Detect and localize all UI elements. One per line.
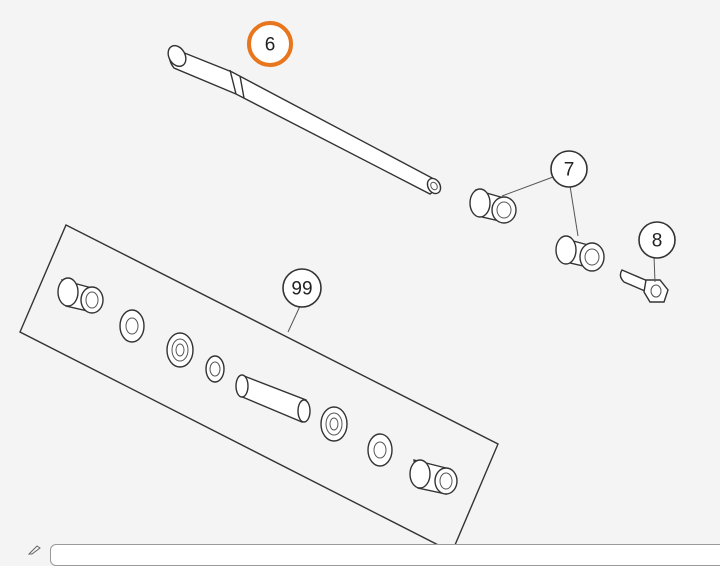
callout-99-label: 99 <box>291 279 312 300</box>
spacer-upper[interactable] <box>469 188 517 224</box>
callout-7[interactable]: 7 <box>550 150 588 188</box>
callout-6-label: 6 <box>265 35 276 56</box>
axle-screw[interactable] <box>619 269 669 303</box>
spacer-lower[interactable] <box>555 235 605 272</box>
kit-inner-sleeve[interactable] <box>235 374 311 423</box>
callout-8[interactable]: 8 <box>638 221 676 259</box>
kit-spacer-right[interactable] <box>409 459 458 495</box>
callout-8-label: 8 <box>652 231 663 252</box>
pencil-icon <box>28 545 41 555</box>
callout-7-label: 7 <box>564 160 575 181</box>
kit-bearing-left[interactable] <box>166 332 194 368</box>
callout-6[interactable]: 6 <box>247 21 293 67</box>
kit-bearing-right[interactable] <box>320 406 348 442</box>
kit-spacer-left[interactable] <box>57 277 104 314</box>
kit-seal-left[interactable] <box>119 309 145 343</box>
bottom-panel-edge <box>50 544 720 566</box>
kit-seal-right[interactable] <box>367 433 393 467</box>
axle-shaft[interactable] <box>165 42 444 195</box>
callout-99[interactable]: 99 <box>282 268 322 308</box>
kit-ring[interactable] <box>205 355 225 383</box>
leader-lines <box>287 176 656 333</box>
